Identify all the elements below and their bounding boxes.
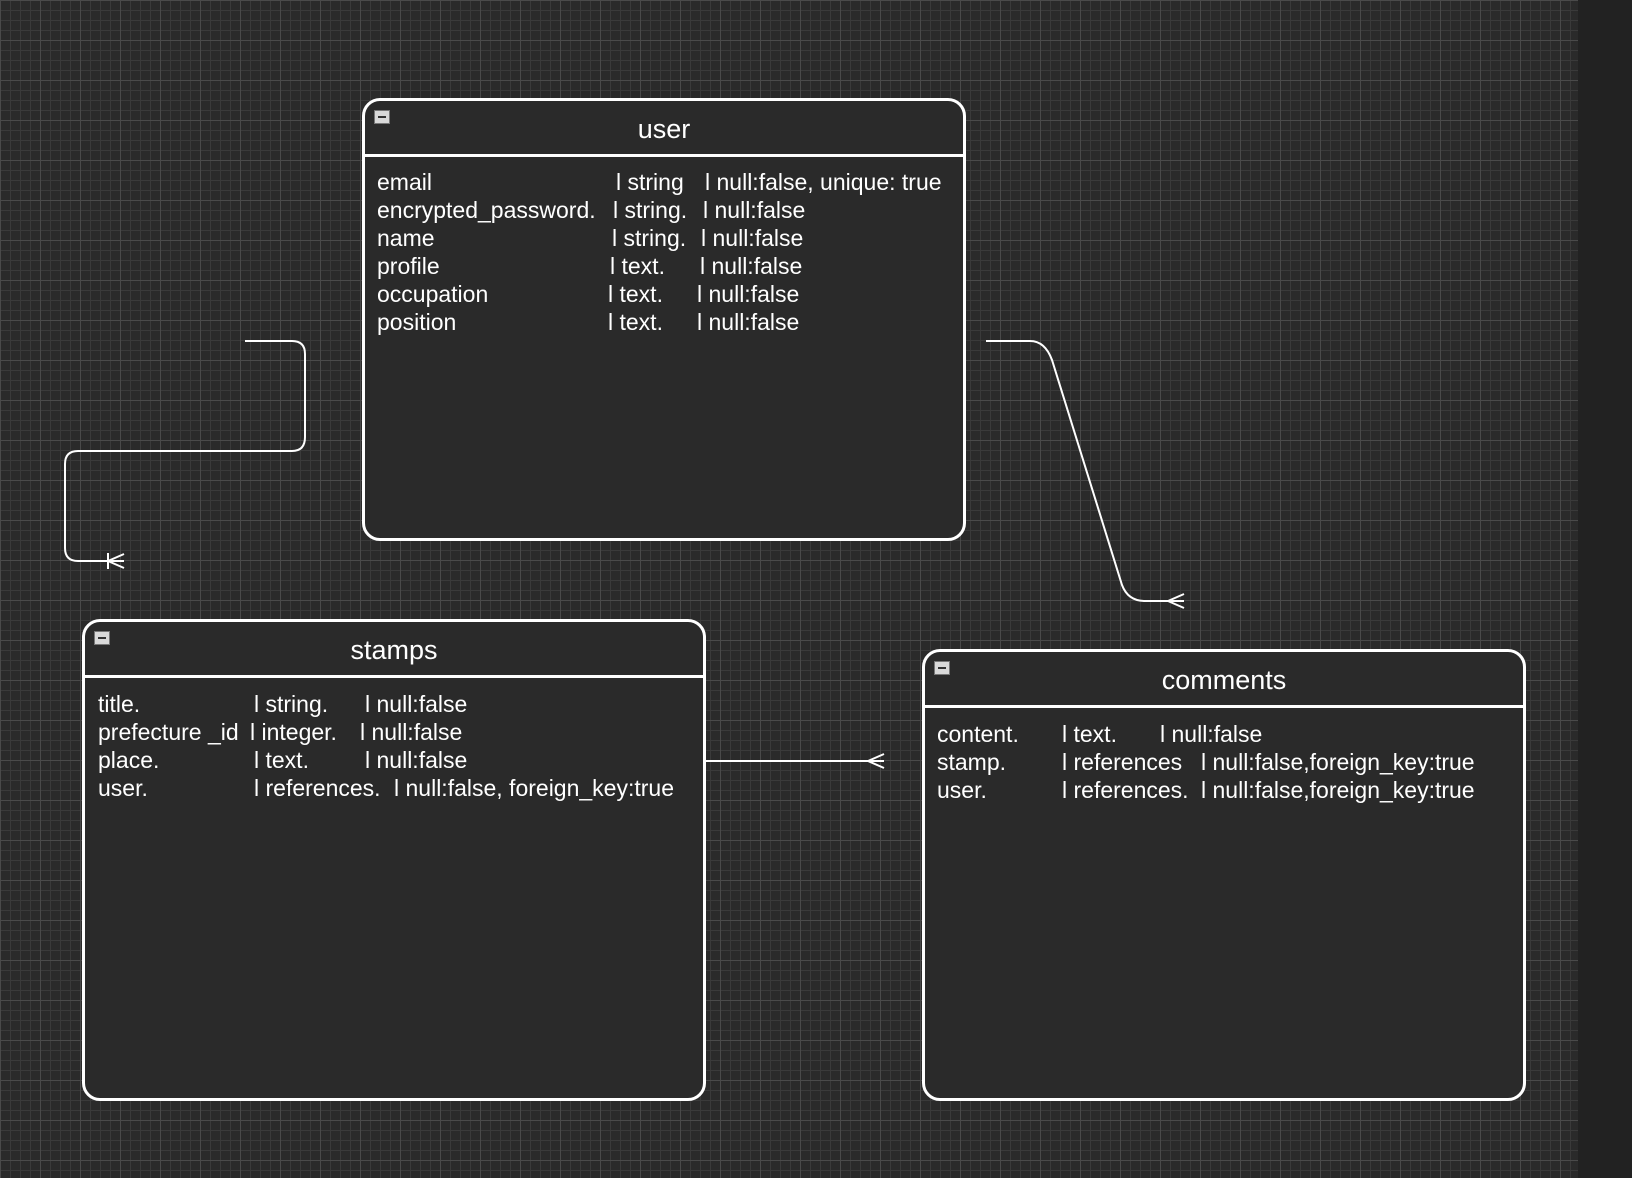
field-name: place. <box>98 747 160 773</box>
field-type: l references. <box>1062 777 1189 803</box>
field-type: l text. <box>610 253 665 279</box>
field-row[interactable]: position l text. l null:false <box>365 308 963 336</box>
field-row[interactable]: user. l references. l null:false, foreig… <box>85 774 703 802</box>
field-row[interactable]: place. l text. l null:false <box>85 746 703 774</box>
entity-comments[interactable]: comments content. l text. l null:false s… <box>922 649 1526 1101</box>
field-options: l null:false <box>700 253 803 279</box>
entity-fields: email l string l null:false, unique: tru… <box>365 157 963 336</box>
entity-header: stamps <box>85 622 703 678</box>
field-row[interactable]: occupation l text. l null:false <box>365 280 963 308</box>
field-name: prefecture _id <box>98 719 239 745</box>
field-name: position <box>377 309 457 335</box>
field-type: l text. <box>608 281 663 307</box>
field-type: l string. <box>613 197 688 223</box>
entity-title: comments <box>1161 665 1287 695</box>
field-name: title. <box>98 691 141 717</box>
field-name: stamp. <box>937 749 1007 775</box>
field-type: l references <box>1062 749 1183 775</box>
field-options: l null:false <box>701 225 804 251</box>
field-options: l null:false,foreign_key:true <box>1201 777 1475 803</box>
field-row[interactable]: prefecture _id l integer. l null:false <box>85 718 703 746</box>
field-name: encrypted_password. <box>377 197 596 223</box>
field-options: l null:false <box>1160 721 1263 747</box>
field-name: user. <box>937 777 987 803</box>
crowfoot-many-icon <box>867 753 885 769</box>
field-row[interactable]: content. l text. l null:false <box>925 720 1523 748</box>
field-options: l null:false, unique: true <box>705 169 942 195</box>
field-options: l null:false <box>365 691 468 717</box>
field-options: l null:false <box>697 281 800 307</box>
field-row[interactable]: user. l references. l null:false,foreign… <box>925 776 1523 804</box>
canvas-right-edge <box>1578 0 1632 1178</box>
field-row[interactable]: title. l string. l null:false <box>85 690 703 718</box>
entity-header: comments <box>925 652 1523 708</box>
field-type: l integer. <box>250 719 337 745</box>
edge-user-comments[interactable] <box>986 340 1184 602</box>
field-row[interactable]: stamp. l references l null:false,foreign… <box>925 748 1523 776</box>
field-type: l string. <box>254 691 329 717</box>
entity-title: stamps <box>350 635 438 665</box>
field-options: l null:false <box>703 197 806 223</box>
field-name: content. <box>937 721 1019 747</box>
crowfoot-many-icon <box>1167 593 1185 609</box>
field-options: l null:false, foreign_key:true <box>394 775 674 801</box>
entity-fields: content. l text. l null:false stamp. l r… <box>925 708 1523 804</box>
field-row[interactable]: name l string. l null:false <box>365 224 963 252</box>
field-type: l string <box>616 169 684 195</box>
field-name: occupation <box>377 281 489 307</box>
entity-header: user <box>365 101 963 157</box>
crowfoot-one-many-icon <box>107 553 125 569</box>
edge-user-stamps[interactable] <box>64 340 306 562</box>
field-type: l text. <box>608 309 663 335</box>
field-type: l text. <box>1062 721 1117 747</box>
entity-user[interactable]: user email l string l null:false, unique… <box>362 98 966 541</box>
entity-title: user <box>637 114 691 144</box>
field-name: user. <box>98 775 148 801</box>
field-type: l text. <box>254 747 309 773</box>
collapse-icon[interactable] <box>934 661 950 675</box>
field-name: email <box>377 169 432 195</box>
field-options: l null:false <box>697 309 800 335</box>
field-type: l references. <box>254 775 381 801</box>
field-row[interactable]: encrypted_password. l string. l null:fal… <box>365 196 963 224</box>
entity-stamps[interactable]: stamps title. l string. l null:false pre… <box>82 619 706 1101</box>
entity-fields: title. l string. l null:false prefecture… <box>85 678 703 802</box>
field-name: name <box>377 225 435 251</box>
field-type: l string. <box>612 225 687 251</box>
collapse-icon[interactable] <box>94 631 110 645</box>
field-row[interactable]: profile l text. l null:false <box>365 252 963 280</box>
field-row[interactable]: email l string l null:false, unique: tru… <box>365 168 963 196</box>
collapse-icon[interactable] <box>374 110 390 124</box>
field-options: l null:false <box>365 747 468 773</box>
field-name: profile <box>377 253 440 279</box>
field-options: l null:false,foreign_key:true <box>1201 749 1475 775</box>
field-options: l null:false <box>360 719 463 745</box>
